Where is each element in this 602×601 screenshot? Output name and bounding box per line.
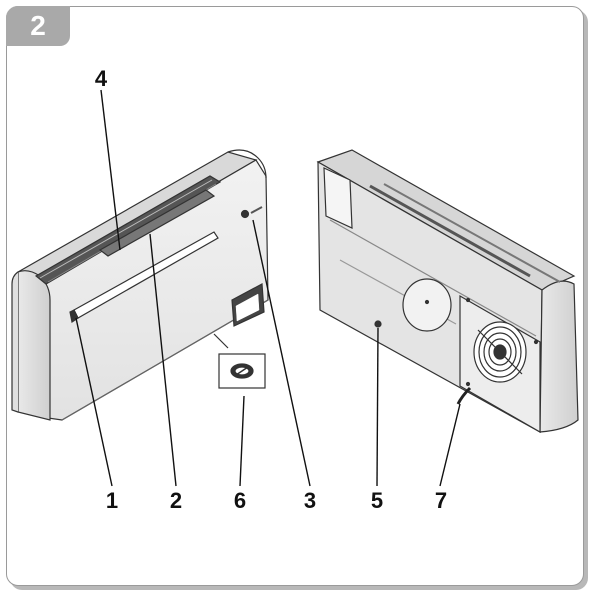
leader-lines bbox=[75, 89, 461, 487]
callout-4: 4 bbox=[94, 66, 108, 91]
callout-3: 3 bbox=[303, 488, 317, 513]
wifi-label-inset bbox=[218, 353, 266, 389]
callout-2: 2 bbox=[169, 488, 183, 513]
leader-1 bbox=[75, 317, 113, 487]
fan-grille-icon bbox=[473, 321, 527, 383]
figure-number-badge: 2 bbox=[6, 6, 70, 46]
callout-6: 6 bbox=[233, 488, 247, 513]
leader-5 bbox=[376, 327, 379, 487]
front-unit bbox=[11, 149, 269, 421]
leader-4 bbox=[100, 89, 121, 251]
leader-2 bbox=[149, 233, 177, 487]
leader-7 bbox=[439, 403, 461, 487]
callout-7: 7 bbox=[434, 488, 448, 513]
callout-1: 1 bbox=[105, 488, 119, 513]
leader-6 bbox=[239, 395, 245, 487]
callout-5: 5 bbox=[370, 488, 384, 513]
rear-unit bbox=[316, 149, 579, 434]
leader-3 bbox=[252, 219, 311, 487]
